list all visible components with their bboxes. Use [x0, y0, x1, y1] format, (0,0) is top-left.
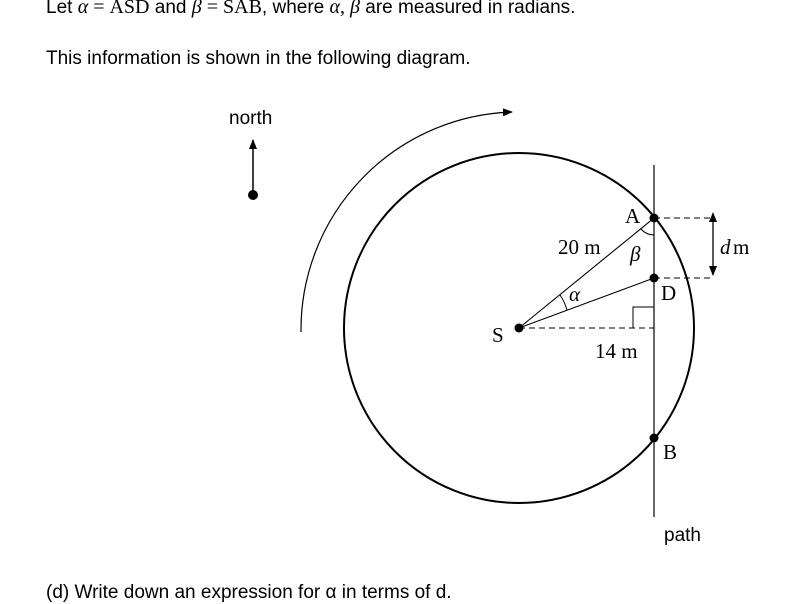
sab-expression: = SAB: [201, 0, 262, 18]
alpha-symbol: α: [77, 0, 89, 18]
alpha-label: α: [569, 282, 581, 306]
text-where: , where: [261, 0, 330, 18]
north-label: north: [229, 108, 272, 129]
beta-symbol: β: [191, 0, 202, 18]
point-d: [649, 273, 659, 283]
point-b: [649, 433, 659, 443]
asd-expression: = ASD: [88, 0, 150, 18]
d-unit-label: m: [733, 235, 749, 259]
beta-angle-arc: [640, 228, 655, 236]
intro-definition-line: Let α = ASD and β = SAB, where α, β are …: [46, 0, 575, 19]
beta-symbol-2: β: [350, 0, 360, 18]
segment-sd: [518, 277, 655, 329]
label-d: D: [661, 281, 676, 305]
diagram-intro-line: This information is shown in the followi…: [46, 48, 471, 69]
path-label: path: [664, 525, 701, 546]
perp-distance-label: 14 m: [595, 339, 638, 363]
circle-boundary: [343, 152, 695, 504]
beta-label: β: [629, 242, 641, 266]
alpha-angle-arc: [559, 294, 568, 311]
text-let: Let: [46, 0, 78, 18]
label-b: B: [663, 440, 677, 464]
radius-label: 20 m: [558, 235, 601, 259]
point-a: [649, 213, 659, 223]
rotation-direction-arrow-icon: [300, 108, 513, 333]
right-angle-marker: [632, 306, 654, 328]
d-variable-label: d: [720, 235, 731, 259]
label-a: A: [625, 204, 641, 228]
north-arrow-icon: [248, 139, 258, 200]
segment-sa: [518, 217, 655, 329]
label-s: S: [492, 323, 504, 347]
text-radians: are measured in radians.: [359, 0, 576, 18]
text-and: and: [149, 0, 192, 18]
comma: ,: [340, 0, 351, 18]
point-s: [514, 323, 524, 333]
alpha-symbol-2: α: [329, 0, 341, 18]
